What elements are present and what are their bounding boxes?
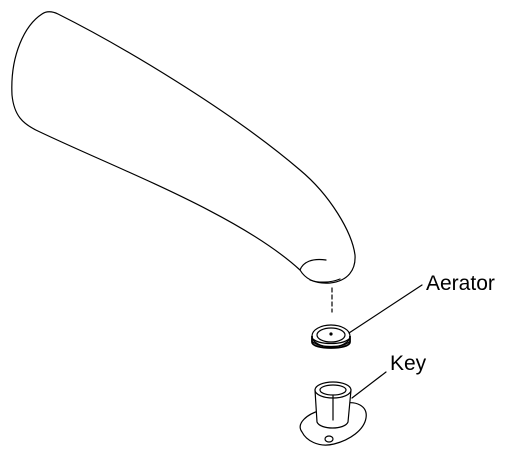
key-part (299, 381, 367, 446)
tub-spout (11, 11, 356, 284)
aerator-leader-line (348, 284, 423, 334)
aerator-label: Aerator (426, 272, 495, 295)
key-label: Key (390, 352, 427, 375)
key-leader-line (351, 371, 387, 399)
aerator-part (311, 324, 351, 349)
